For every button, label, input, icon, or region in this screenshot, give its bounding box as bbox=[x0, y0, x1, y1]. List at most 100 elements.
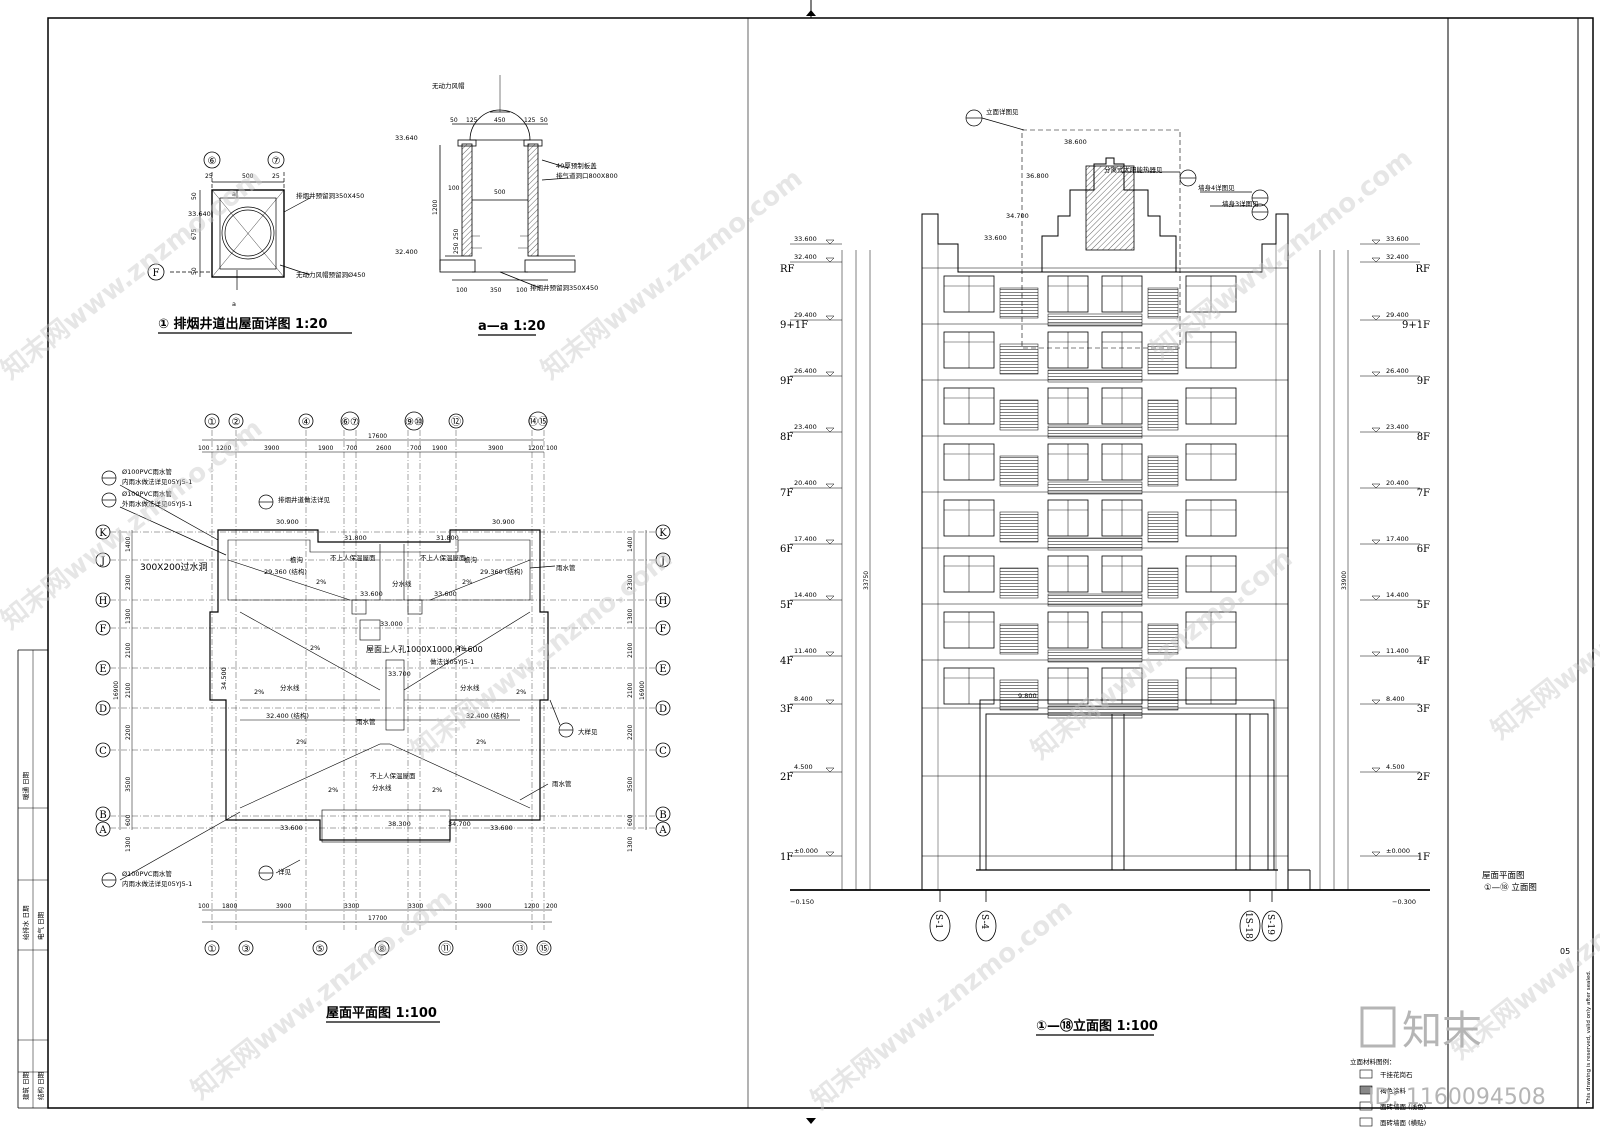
roof-plan-title: 屋面平面图 1:100 bbox=[326, 1006, 437, 1021]
axis-label: F bbox=[660, 624, 667, 635]
dim-text: 1900 bbox=[318, 445, 333, 452]
louver bbox=[1147, 511, 1179, 543]
axis-label: B bbox=[659, 810, 666, 821]
louver bbox=[999, 455, 1039, 487]
level-text: 23.400 bbox=[1386, 423, 1409, 431]
level-text: 29.400 bbox=[794, 311, 817, 319]
axis-label: E bbox=[659, 664, 666, 675]
stamp-row: 电气 日期 bbox=[36, 911, 45, 940]
legend-item: 面砖墙面 (横贴) bbox=[1380, 1118, 1426, 1127]
dim-text: 50 bbox=[450, 117, 458, 124]
note-text: 内雨水做法详见05YJ5-1 bbox=[122, 879, 192, 888]
note-text: 外雨水做法详见05YJ5-1 bbox=[122, 499, 192, 508]
floor-label: 5F bbox=[1417, 600, 1430, 611]
note-text: 排气道洞口800X800 bbox=[556, 171, 618, 180]
slope-text: 2% bbox=[516, 688, 526, 696]
level-text: 32.400 bbox=[794, 253, 817, 261]
dim-text: 3900 bbox=[264, 445, 279, 452]
level-text: 30.900 bbox=[492, 518, 515, 526]
axis-label: S-4 bbox=[979, 914, 989, 930]
dim-text: 25 bbox=[205, 173, 213, 180]
level-text: 26.400 bbox=[794, 367, 817, 375]
axis-label: 1S-18 bbox=[1243, 912, 1253, 939]
louver bbox=[1147, 623, 1179, 655]
note-text: 详见 bbox=[278, 867, 292, 876]
railing bbox=[1047, 481, 1143, 495]
cut-mark: a bbox=[232, 190, 236, 198]
level-triangle bbox=[825, 595, 835, 601]
axis-label: J bbox=[100, 556, 105, 567]
note-text: 排烟井道做法详见 bbox=[278, 495, 331, 504]
dim-text: 3500 bbox=[627, 777, 634, 792]
elevation-title: ①—⑱立面图 1:100 bbox=[1036, 1018, 1158, 1034]
note-text: 雨水管 bbox=[556, 563, 576, 572]
brand-logo: 知末 ID: 1160094508 bbox=[1360, 1006, 1546, 1110]
note-text: 不上人保温屋面 bbox=[330, 553, 376, 562]
axis-label: ⑥ bbox=[208, 156, 217, 167]
axis-label: ④ bbox=[302, 417, 311, 428]
level-text: 31.800 bbox=[436, 534, 459, 542]
level-text: 31.800 bbox=[344, 534, 367, 542]
axis-label: ⑨⑩ bbox=[405, 417, 423, 428]
railing bbox=[1047, 313, 1143, 327]
level-triangle bbox=[825, 315, 835, 321]
note-text: 檐沟 bbox=[464, 555, 477, 564]
floor-label: 3F bbox=[1417, 704, 1430, 715]
dim-text: 125 bbox=[466, 117, 478, 124]
axis-label: S-19 bbox=[1265, 914, 1275, 935]
dim-text: 100 bbox=[198, 903, 210, 910]
floor-label: 2F bbox=[1417, 772, 1430, 783]
level-text: 14.400 bbox=[1386, 591, 1409, 599]
note-text: 排烟井预留洞350X450 bbox=[530, 283, 598, 292]
axis-label: ⑬ bbox=[515, 943, 525, 955]
level-text: 33.600 bbox=[490, 824, 513, 832]
note-text: 无动力风帽预留洞Ø450 bbox=[296, 270, 366, 279]
watermark-text: 知末网www.znzmo.com bbox=[186, 883, 458, 1105]
level-triangle bbox=[825, 483, 835, 489]
level-text: 8.400 bbox=[1386, 695, 1405, 703]
sheet-frame bbox=[17, 17, 1594, 1109]
level-triangle bbox=[1371, 767, 1381, 773]
dim-text: 2200 bbox=[125, 725, 132, 740]
axis-label: ⑫ bbox=[451, 416, 461, 428]
level-triangle bbox=[1371, 595, 1381, 601]
note-text: 分离式太阳能热器见 bbox=[1104, 165, 1163, 174]
louver bbox=[1147, 287, 1179, 319]
level-text: 34.700 bbox=[1006, 212, 1029, 220]
roof-plan: ① ② ④ ⑥⑦ ⑨⑩ ⑫ ⑭⑮ ① ③ ⑤ ⑧ ⑪ ⑬ ⑮ K J H F E… bbox=[95, 411, 671, 1023]
floor-label: 8F bbox=[780, 432, 793, 443]
dim-text: 675 bbox=[191, 228, 198, 240]
level-text: 32.400 bbox=[395, 248, 418, 256]
axis-label: ⑭⑮ bbox=[528, 416, 548, 428]
level-text: 17.400 bbox=[1386, 535, 1409, 543]
dim-text: 2300 bbox=[627, 575, 634, 590]
louver bbox=[999, 679, 1039, 711]
railing bbox=[1047, 369, 1143, 383]
level-text: 32.400 (结构) bbox=[266, 711, 309, 720]
dim-text: 3900 bbox=[488, 445, 503, 452]
slope-text: 2% bbox=[316, 578, 326, 586]
axis-label: C bbox=[99, 746, 107, 757]
floor-label: 3F bbox=[780, 704, 793, 715]
level-text: 33.600 bbox=[360, 590, 383, 598]
level-triangle bbox=[825, 851, 835, 857]
axis-label: A bbox=[658, 825, 667, 836]
stamp-row: 暖通 日期 bbox=[21, 771, 30, 800]
floor-label: 1F bbox=[1417, 852, 1430, 863]
floor-label: 8F bbox=[1417, 432, 1430, 443]
level-text: 38.600 bbox=[1064, 138, 1087, 146]
louver bbox=[999, 567, 1039, 599]
level-text: 11.400 bbox=[1386, 647, 1409, 655]
dim-text: 3300 bbox=[408, 903, 423, 910]
louver bbox=[999, 343, 1039, 375]
level-text: 30.900 bbox=[276, 518, 299, 526]
railing bbox=[1047, 425, 1143, 439]
level-text: 9.800 bbox=[1018, 692, 1037, 700]
watermark-text: 知末网www.znzmo.com bbox=[1486, 523, 1600, 745]
level-text: 33.600 bbox=[794, 235, 817, 243]
axis-label: ③ bbox=[242, 944, 251, 955]
dim-text: 1200 bbox=[432, 200, 439, 215]
level-text: 38.300 bbox=[388, 820, 411, 828]
dim-text: 33750 bbox=[863, 571, 870, 590]
